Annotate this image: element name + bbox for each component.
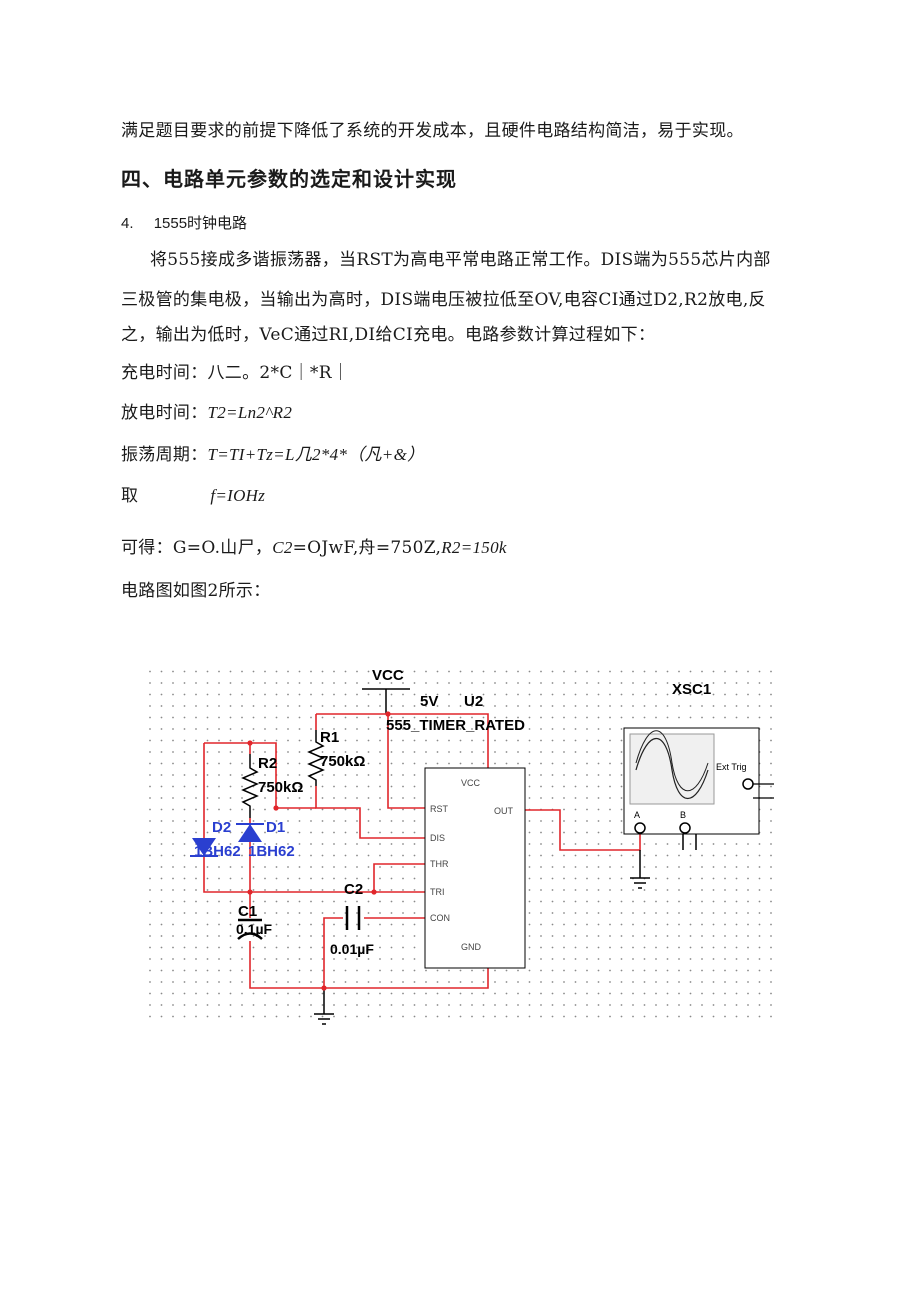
pin-vcc-label: VCC bbox=[461, 778, 481, 788]
d1-value: 1BH62 bbox=[248, 843, 295, 860]
r1-resistor bbox=[307, 730, 325, 786]
text-line: 满足题目要求的前提下降低了系统的开发成本，且硬件电路结构简洁，易于实现。 bbox=[121, 121, 744, 141]
result-part: R2 bbox=[441, 538, 461, 557]
circuit-schematic: VCC RST DIS THR TRI CON GND OUT VCC 5V U… bbox=[148, 666, 778, 1025]
pin-con-label: CON bbox=[430, 913, 450, 923]
result-part: =OJwF,舟=750Z, bbox=[292, 538, 442, 558]
period-label: 振荡周期： bbox=[121, 445, 208, 465]
figure-caption: 电路图如图2所示： bbox=[121, 581, 271, 601]
ground-symbol bbox=[314, 1013, 334, 1025]
r1-value: 750kΩ bbox=[320, 753, 365, 770]
charge-time-line: 充电时间：八二。2*C｜*R｜ bbox=[121, 358, 349, 383]
discharge-time-line: 放电时间：T2=Ln2^R2 bbox=[121, 398, 292, 423]
c1-capacitor bbox=[237, 918, 263, 940]
discharge-time-formula: T2=Ln2^R2 bbox=[207, 403, 293, 422]
period-formula: T=TI+Tz=L几2*4*（凡+&） bbox=[207, 445, 425, 464]
c2-label: C2 bbox=[344, 881, 363, 898]
discharge-time-label: 放电时间： bbox=[121, 403, 208, 423]
pin-rst-label: RST bbox=[430, 804, 449, 814]
result-part: G=O.山尸， bbox=[172, 538, 273, 558]
c2-capacitor bbox=[345, 906, 361, 930]
paragraph-line: 之，输出为低时，VeC通过RI,DI给CI充电。电路参数计算过程如下： bbox=[121, 325, 656, 345]
ext-trig-label: Ext Trig bbox=[716, 762, 747, 772]
r2-resistor bbox=[241, 754, 259, 818]
result-line: 可得：G=O.山尸，C2=OJwF,舟=750Z,R2=150k bbox=[121, 533, 507, 558]
channel-a-terminal bbox=[634, 822, 646, 834]
charge-time-formula: 八二。2*C｜*R｜ bbox=[207, 363, 350, 383]
pin-out-label: OUT bbox=[494, 806, 514, 816]
u2-label: U2 bbox=[464, 693, 483, 710]
d2-value: 1BH62 bbox=[194, 843, 241, 860]
channel-b-label: B bbox=[680, 810, 686, 820]
d1-label: D1 bbox=[266, 819, 285, 836]
supply-voltage-label: 5V bbox=[420, 693, 438, 710]
ground-symbol bbox=[630, 877, 650, 889]
result-part: =150k bbox=[460, 538, 507, 557]
result-label: 可得： bbox=[121, 538, 173, 558]
pin-thr-label: THR bbox=[430, 859, 449, 869]
subsection-number: 4. bbox=[121, 215, 134, 232]
pin-gnd-label: GND bbox=[461, 942, 482, 952]
charge-time-label: 充电时间： bbox=[121, 363, 208, 383]
pin-tri-label: TRI bbox=[430, 887, 445, 897]
vcc-supply bbox=[362, 688, 410, 714]
wires bbox=[203, 713, 641, 989]
c1-value: 0.1µF bbox=[236, 921, 273, 937]
d2-diode bbox=[190, 838, 218, 857]
oscilloscope bbox=[623, 727, 774, 835]
d1-diode bbox=[236, 823, 264, 842]
r1-label: R1 bbox=[320, 729, 339, 746]
take-formula: f=IOHz bbox=[210, 486, 266, 505]
channel-a-label: A bbox=[634, 810, 640, 820]
vcc-label: VCC bbox=[372, 667, 404, 684]
subsection-title: 4. 1555时钟电路 bbox=[121, 212, 247, 233]
paragraph-line: 将555接成多谐振荡器，当RST为高电平常电路正常工作。DIS端为555芯片内部 bbox=[150, 250, 771, 270]
c2-value: 0.01µF bbox=[330, 941, 374, 957]
timer-model-label: 555_TIMER_RATED bbox=[386, 717, 525, 734]
take-line: 取 f=IOHz bbox=[121, 481, 265, 506]
xsc1-label: XSC1 bbox=[672, 681, 711, 698]
pin-dis-label: DIS bbox=[430, 833, 445, 843]
timer-ic-body bbox=[424, 767, 526, 969]
c1-label: C1 bbox=[238, 903, 257, 920]
scope-trace bbox=[635, 738, 709, 800]
r2-value: 750kΩ bbox=[258, 779, 303, 796]
paragraph-line: 三极管的集电极，当输出为高时，DIS端电压被拉低至OV,电容CI通过D2,R2放… bbox=[121, 290, 766, 310]
ext-trig-terminal bbox=[742, 778, 754, 790]
r2-label: R2 bbox=[258, 755, 277, 772]
channel-b-terminal bbox=[679, 822, 691, 834]
period-line: 振荡周期：T=TI+Tz=L几2*4*（凡+&） bbox=[121, 440, 424, 465]
d2-label: D2 bbox=[212, 819, 231, 836]
junctions bbox=[247, 711, 391, 991]
result-part: C2 bbox=[272, 538, 293, 557]
section-heading: 四、电路单元参数的选定和设计实现 bbox=[121, 167, 457, 191]
take-label: 取 bbox=[121, 486, 139, 506]
subsection-label: 1555时钟电路 bbox=[153, 215, 248, 232]
